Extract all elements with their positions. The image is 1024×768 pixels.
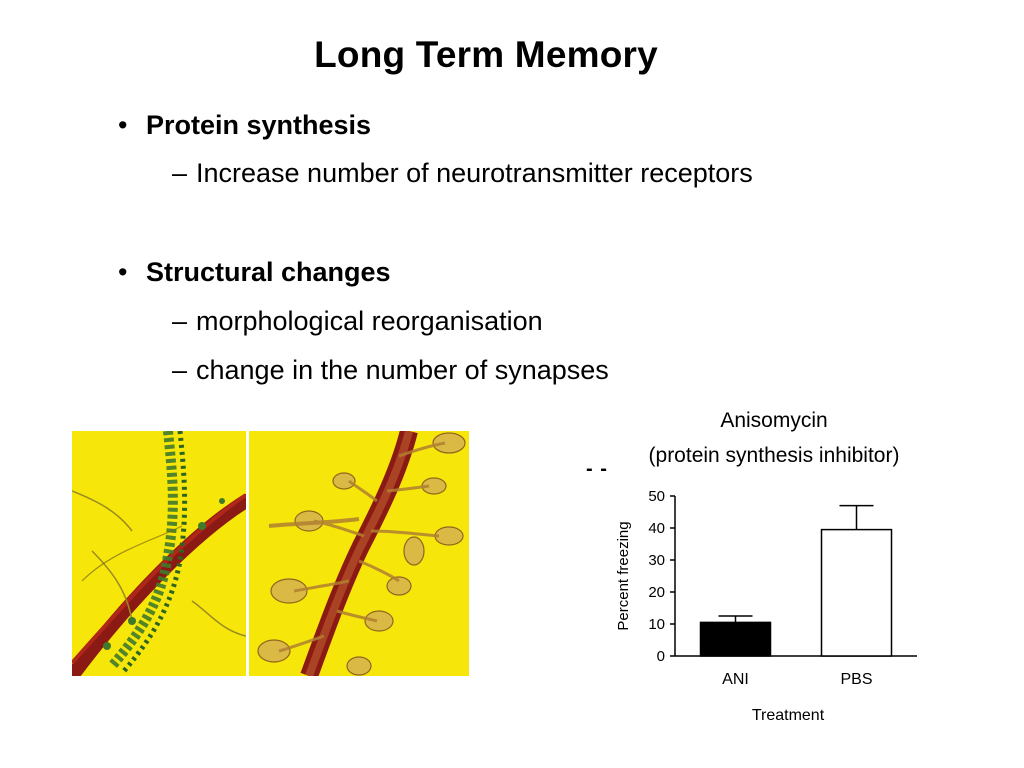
x-tick-label: ANI: [722, 671, 749, 688]
dash-marker: - -: [586, 458, 608, 480]
bullet-protein-synthesis: • Protein synthesis: [118, 110, 371, 141]
x-axis-label: Treatment: [752, 707, 825, 724]
y-tick-label: 10: [648, 616, 665, 633]
sub-bullet-receptors: –Increase number of neurotransmitter rec…: [172, 158, 753, 189]
dash-glyph: –: [172, 306, 188, 336]
y-tick-label: 20: [648, 584, 665, 601]
bullet-label: Structural changes: [146, 257, 391, 287]
y-axis-label: Percent freezing: [615, 521, 632, 630]
chart-caption-line1: Anisomycin: [720, 409, 828, 432]
dash-glyph: –: [172, 158, 188, 188]
microscopy-image-left: [72, 431, 246, 676]
sub-bullet-synapses: –change in the number of synapses: [172, 355, 609, 386]
y-tick-label: 40: [648, 520, 665, 537]
sub-bullet-text: Increase number of neurotransmitter rece…: [196, 158, 753, 188]
y-tick-label: 30: [648, 552, 665, 569]
bullet-glyph: •: [118, 257, 128, 287]
bullet-structural-changes: • Structural changes: [118, 257, 391, 288]
slide-title: Long Term Memory: [314, 34, 658, 75]
sub-bullet-text: change in the number of synapses: [196, 355, 609, 385]
sub-bullet-text: morphological reorganisation: [196, 306, 543, 336]
microscopy-image-right: [249, 431, 469, 676]
bar-pbs: [820, 528, 893, 657]
dash-glyph: –: [172, 355, 188, 385]
sub-bullet-morphology: –morphological reorganisation: [172, 306, 543, 337]
bullet-label: Protein synthesis: [146, 110, 372, 140]
chart-caption-line2: (protein synthesis inhibitor): [648, 444, 900, 467]
y-tick-label: 50: [648, 488, 665, 505]
x-tick-label: PBS: [840, 671, 872, 688]
y-tick-label: 0: [657, 648, 665, 665]
bar-ani: [699, 621, 772, 657]
bullet-glyph: •: [118, 110, 128, 140]
